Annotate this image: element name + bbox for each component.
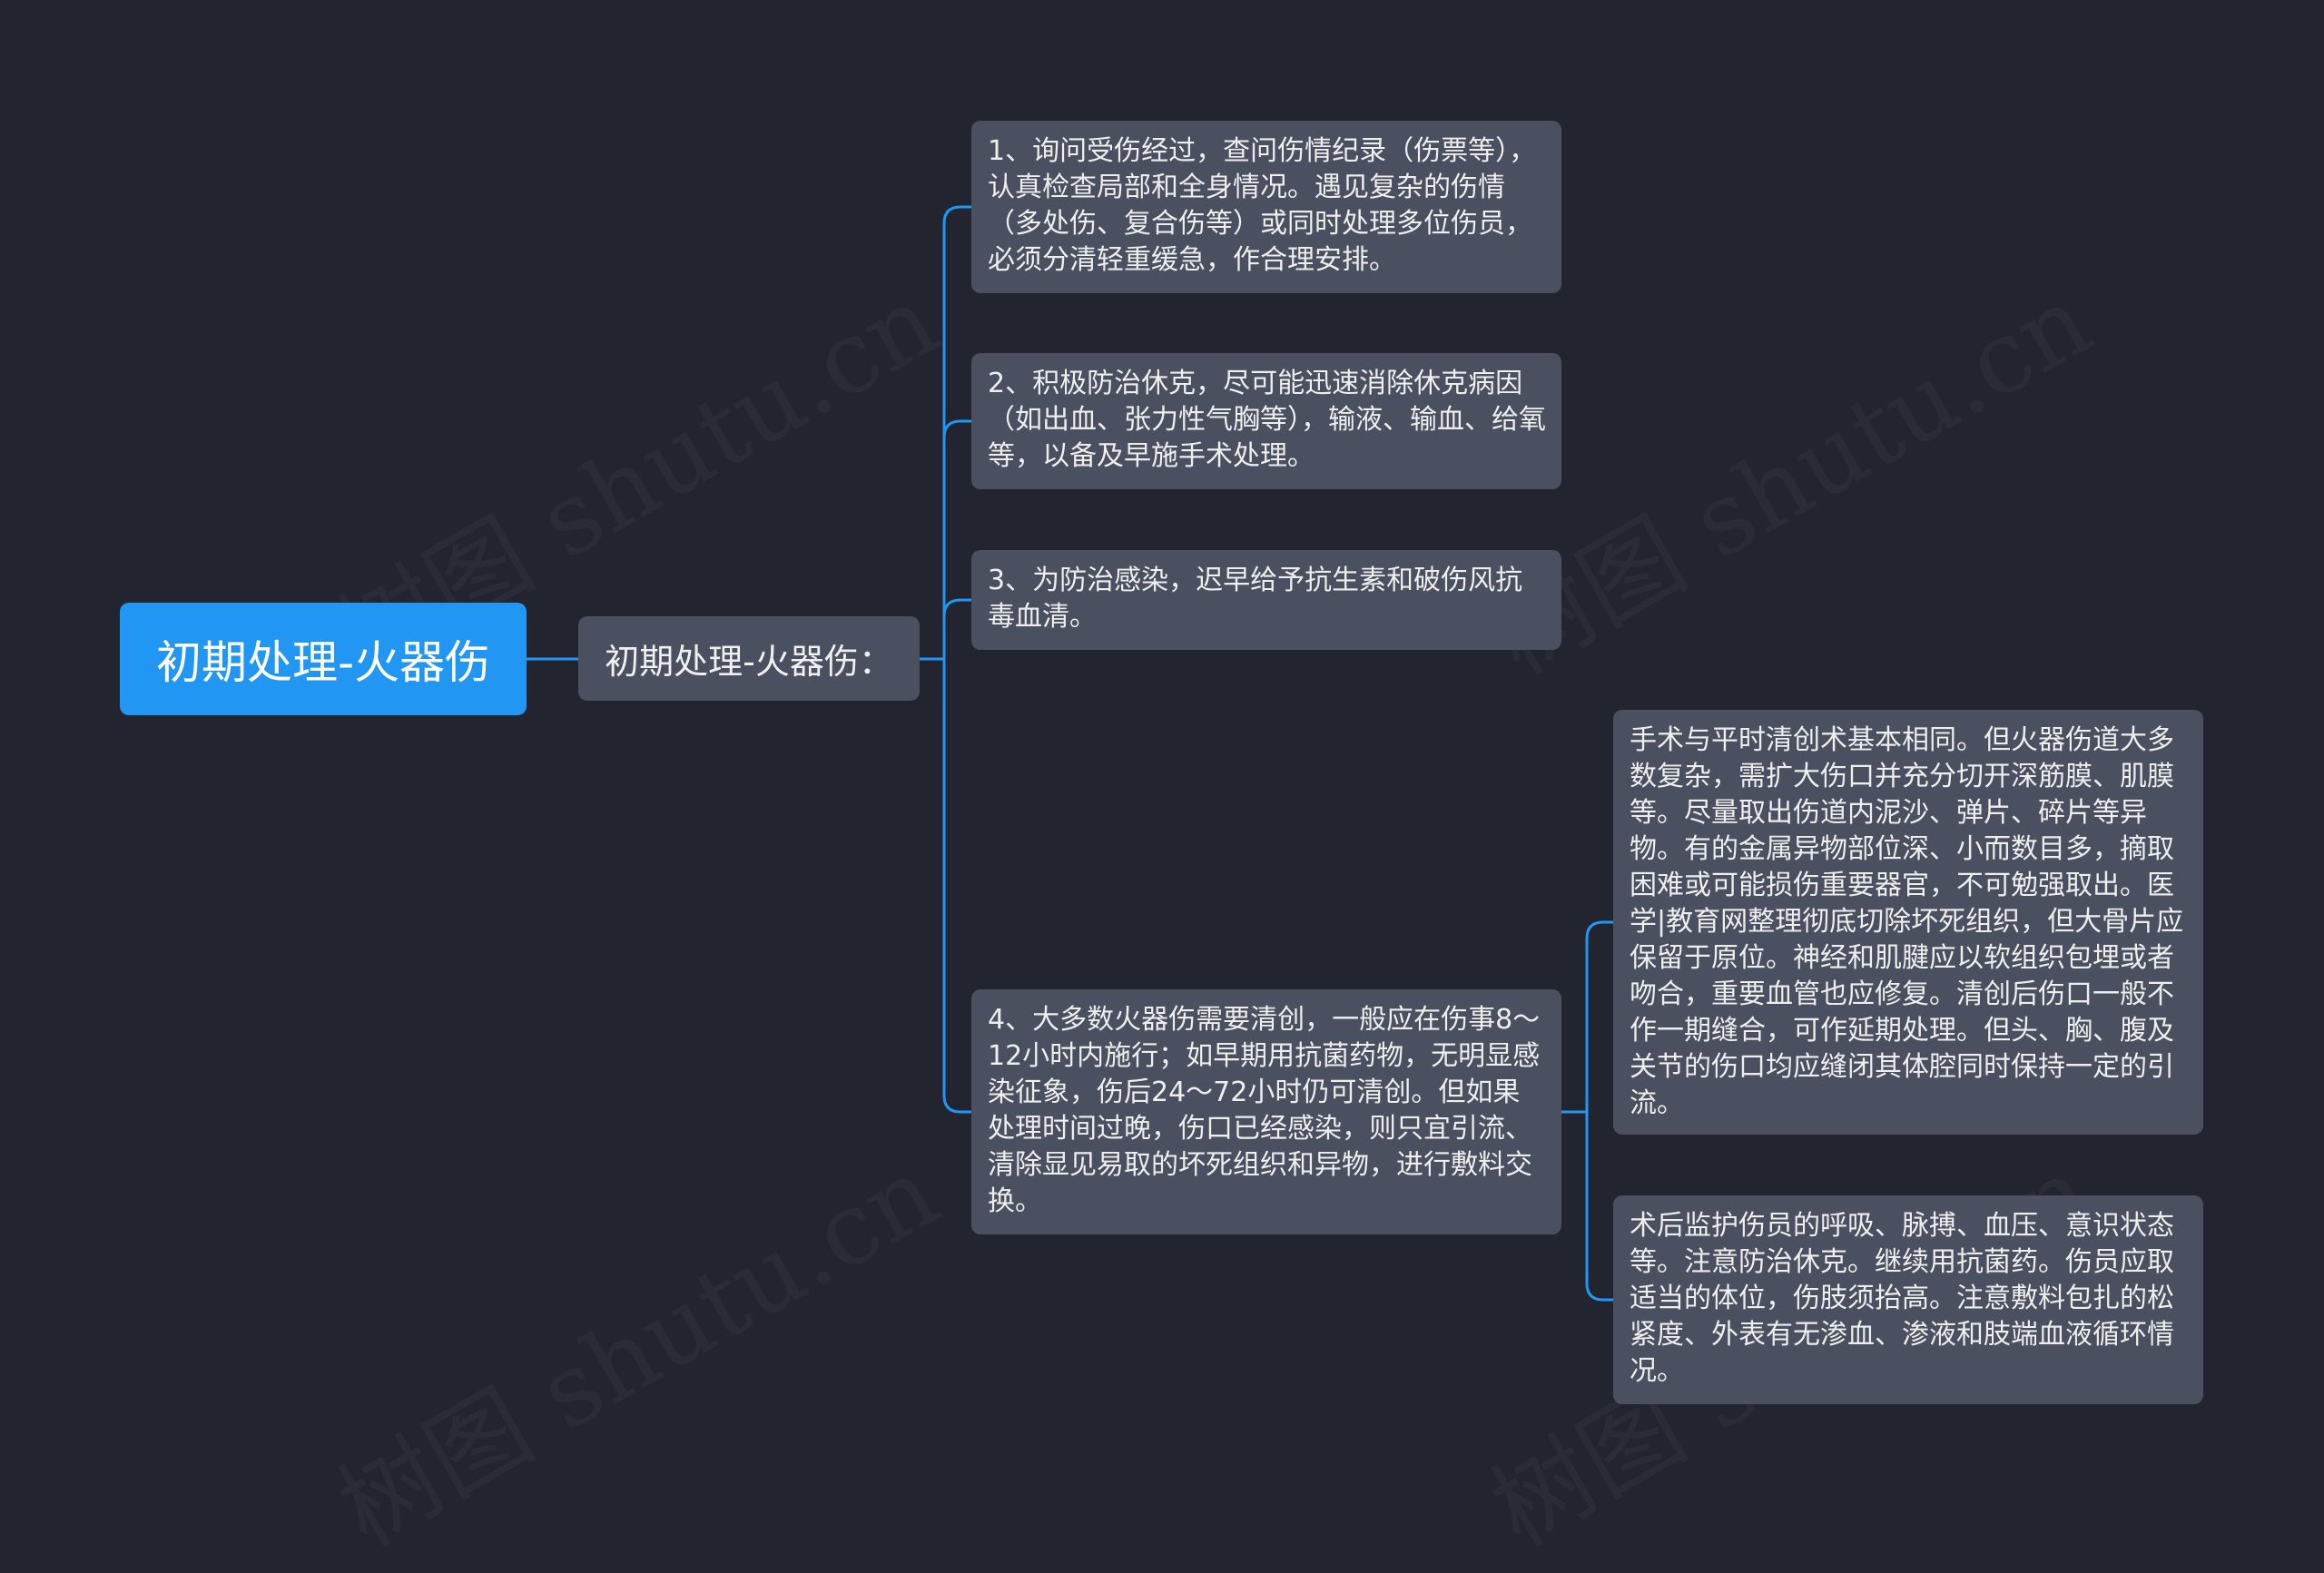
mind-map-canvas: 树图 shutu.cn 树图 shutu.cn 树图 shutu.cn 树图 s…	[120, 121, 2203, 1404]
connector-to-detail-1	[1585, 920, 1615, 1114]
item-node-text: 1、询问受伤经过，查问伤情纪录（伤票等），认真检查局部和全身情况。遇见复杂的伤情…	[988, 135, 1537, 276]
detail-node-text: 术后监护伤员的呼吸、脉搏、血压、意识状态等。注意防治休克。继续用抗菌药。伤员应取…	[1630, 1210, 2174, 1387]
item-node-text: 2、积极防治休克，尽可能迅速消除休克病因（如出血、张力性气胸等），输液、输血、给…	[988, 368, 1546, 472]
detail-node-2[interactable]: 术后监护伤员的呼吸、脉搏、血压、意识状态等。注意防治休克。继续用抗菌药。伤员应取…	[1613, 1195, 2203, 1404]
item-node-text: 4、大多数火器伤需要清创，一般应在伤事8～12小时内施行；如早期用抗菌药物，无明…	[988, 1004, 1541, 1217]
connector-to-item-3	[942, 598, 973, 661]
subtopic-node[interactable]: 初期处理-火器伤：	[578, 616, 920, 701]
root-node[interactable]: 初期处理-火器伤	[120, 603, 527, 715]
detail-node-1[interactable]: 手术与平时清创术基本相同。但火器伤道大多数复杂，需扩大伤口并充分切开深筋膜、肌膜…	[1613, 710, 2203, 1135]
item-node-text: 3、为防治感染，迟早给予抗生素和破伤风抗毒血清。	[988, 565, 1523, 633]
subtopic-node-label: 初期处理-火器伤：	[605, 642, 893, 682]
item-node-2[interactable]: 2、积极防治休克，尽可能迅速消除休克病因（如出血、张力性气胸等），输液、输血、给…	[971, 353, 1561, 489]
root-node-label: 初期处理-火器伤	[155, 636, 491, 689]
detail-node-text: 手术与平时清创术基本相同。但火器伤道大多数复杂，需扩大伤口并充分切开深筋膜、肌膜…	[1630, 724, 2184, 1119]
connector-to-item-4	[942, 657, 973, 1114]
item-node-3[interactable]: 3、为防治感染，迟早给予抗生素和破伤风抗毒血清。	[971, 550, 1561, 650]
item-node-4[interactable]: 4、大多数火器伤需要清创，一般应在伤事8～12小时内施行；如早期用抗菌药物，无明…	[971, 989, 1561, 1234]
connector-lines	[525, 205, 1615, 1302]
connector-to-detail-2	[1585, 1110, 1615, 1302]
connector-to-item-1	[942, 205, 973, 661]
item-node-1[interactable]: 1、询问受伤经过，查问伤情纪录（伤票等），认真检查局部和全身情况。遇见复杂的伤情…	[971, 121, 1561, 293]
connector-to-item-2	[942, 419, 973, 661]
